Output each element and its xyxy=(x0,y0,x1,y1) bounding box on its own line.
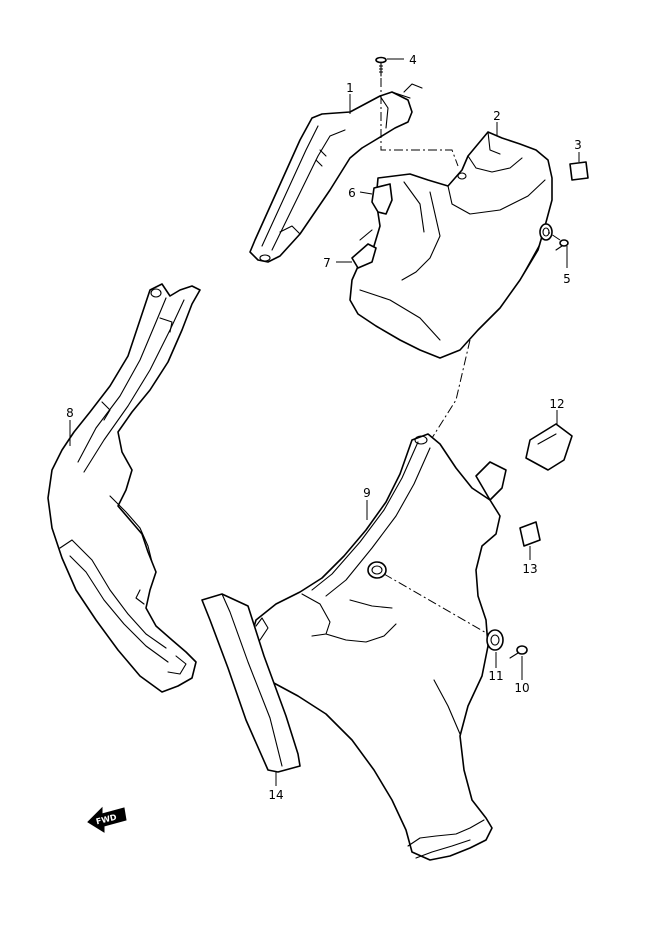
part-12-pad xyxy=(525,410,573,471)
assembly-line xyxy=(431,339,471,439)
callout-11: 11 xyxy=(488,669,503,683)
part-14-trim xyxy=(201,593,301,786)
assembly-line xyxy=(547,231,561,241)
part-6-clip xyxy=(359,183,393,215)
part-7-clip xyxy=(336,243,377,269)
part-1-bracket xyxy=(249,83,423,263)
part-11-grommet xyxy=(486,629,504,668)
callout-6: 6 xyxy=(348,186,356,200)
callout-4: 4 xyxy=(409,53,417,67)
assembly-line xyxy=(383,573,489,635)
callout-3: 3 xyxy=(574,138,582,152)
part-5-screw xyxy=(539,223,569,268)
part-9-main-cover xyxy=(247,433,507,861)
callout-7: 7 xyxy=(323,256,331,270)
callout-10: 10 xyxy=(514,681,529,695)
callout-2: 2 xyxy=(493,109,501,123)
part-4-screw xyxy=(375,56,404,77)
part-8-left-cover xyxy=(47,283,201,693)
callout-5: 5 xyxy=(563,272,571,286)
fwd-arrow: FWD xyxy=(87,806,127,833)
callout-13: 13 xyxy=(522,562,537,576)
part-2-upper-cowl xyxy=(349,131,553,359)
callout-9: 9 xyxy=(363,486,371,500)
callout-12: 12 xyxy=(549,397,564,411)
callout-8: 8 xyxy=(66,406,74,420)
callout-1: 1 xyxy=(346,81,354,95)
assembly-line xyxy=(380,78,459,167)
callout-14: 14 xyxy=(268,788,283,802)
part-3-pad xyxy=(569,152,589,181)
part-13-clip xyxy=(519,521,541,560)
part-10-screw xyxy=(509,645,528,680)
